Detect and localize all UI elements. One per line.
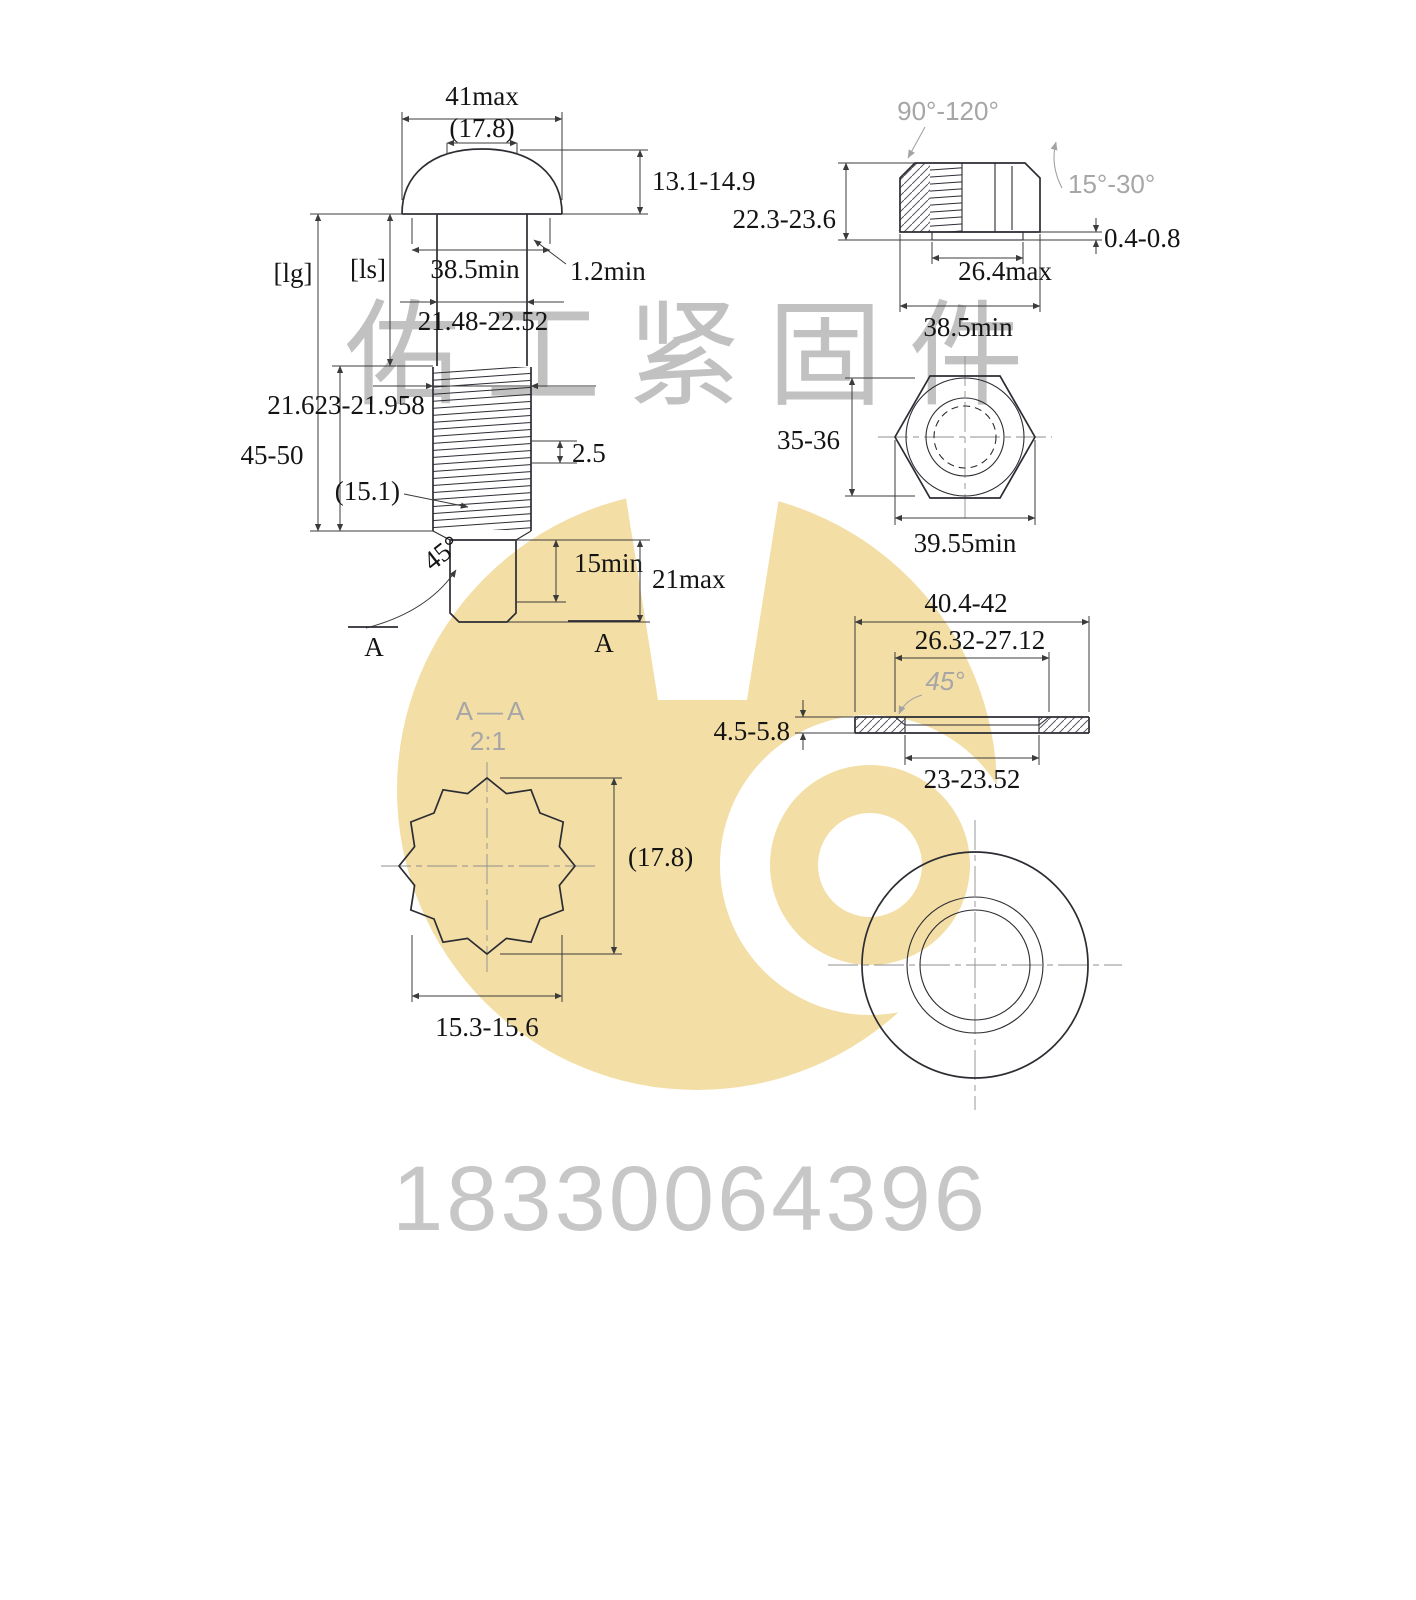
dim-head-height: 13.1-14.9 <box>652 166 756 196</box>
washer-section-outline <box>854 716 1090 734</box>
nut-chamfer-circle <box>905 377 1025 497</box>
section-label-right: A <box>594 628 614 658</box>
dim-ext-section-ref <box>500 777 622 955</box>
dim-head-od: 41max <box>445 81 519 111</box>
washer-hatch-left <box>855 717 905 733</box>
dim-ext-washer-od <box>854 616 1090 712</box>
dim-ext-recess-dia <box>894 652 1050 712</box>
dim-across-flats: 38.5min <box>923 312 1013 342</box>
dim-chamfer-dia: 35-36 <box>777 425 840 455</box>
dim-face-dia: 26.4max <box>958 256 1052 286</box>
nut-section-hatch <box>900 163 930 232</box>
watermark-layer: 佑工紧固件 18330064396 <box>344 293 1023 1250</box>
section-aa-view: A—A 2:1 (17.8) 15.3-15.6 <box>381 696 693 1042</box>
dim-bearing-dia: 38.5min <box>430 254 520 284</box>
washer-top-centerlines <box>828 820 1122 1110</box>
dim-recess-dia: 26.32-27.12 <box>915 625 1046 655</box>
washer-recess-circle <box>906 896 1044 1034</box>
dim-washer-od: 40.4-42 <box>924 588 1007 618</box>
nut-washer-face <box>931 231 1024 241</box>
dim-ext-across-corners <box>894 440 1036 525</box>
dim-section-ref: (17.8) <box>628 842 693 872</box>
nut-hexagon <box>894 375 1036 499</box>
bolt-side-view: 41max (17.8) 13.1-14.9 [lg] [ls] 45-50 3… <box>241 81 756 662</box>
note-cone-angle: 90°-120° <box>897 96 999 126</box>
dim-spline-len: 15min <box>574 548 644 578</box>
bolt-thread-runout <box>432 530 532 541</box>
dim-ext-spline-dia <box>411 935 563 1002</box>
washer-section-view: 40.4-42 26.32-27.12 45° 4.5-5.8 23-23.52 <box>714 588 1090 794</box>
dim-thread-len: 45-50 <box>241 440 304 470</box>
nut-thread-circle <box>933 405 997 469</box>
bolt-head-outline <box>401 148 563 215</box>
dim-ext-pitch <box>531 440 577 464</box>
leader-minor-dia <box>403 493 469 509</box>
dim-face-height: 0.4-0.8 <box>1104 223 1181 253</box>
bolt-thread-outline <box>432 367 532 531</box>
nut-thread-lines <box>930 164 962 232</box>
leader-washer-chamfer <box>898 694 923 715</box>
section-scale: 2:1 <box>470 726 506 756</box>
section-label-left: A <box>364 632 384 662</box>
dim-spline-dia: 15.3-15.6 <box>435 1012 539 1042</box>
dim-nut-height: 22.3-23.6 <box>733 204 837 234</box>
dim-ext-face-height <box>1023 231 1102 241</box>
bolt-shank-outline <box>436 214 528 366</box>
washer-recess-lines <box>894 716 1050 733</box>
bolt-thread-lines <box>433 367 531 530</box>
dim-pitch: 2.5 <box>572 438 606 468</box>
washer-top-view <box>828 820 1122 1110</box>
dim-hole-dia: 23-23.52 <box>924 764 1021 794</box>
dim-ext-across-flats <box>899 234 1041 312</box>
dim-ext-head-od <box>401 112 563 200</box>
leader-chamfer-angle <box>365 569 457 629</box>
nut-side-view: 90°-120° 15°-30° 22.3-23.6 0.4-0.8 26.4m… <box>733 96 1181 342</box>
dim-lg: [lg] <box>274 258 313 288</box>
phone-watermark-text: 18330064396 <box>392 1148 988 1250</box>
nut-top-centerlines <box>878 356 1052 518</box>
spline-section-profile <box>397 776 577 956</box>
dim-ext-nut-height <box>838 162 932 241</box>
company-logo-watermark <box>397 460 1020 1090</box>
dim-chamfer-angle: 45° <box>417 529 465 576</box>
washer-hole-circle <box>919 909 1031 1021</box>
section-centerlines <box>381 762 595 972</box>
dim-ext-bearing <box>411 218 551 244</box>
dim-ext-lg <box>310 213 437 532</box>
dim-ext-chamfer-dia <box>845 377 915 497</box>
section-title: A—A <box>456 696 529 726</box>
dim-across-corners: 39.55min <box>914 528 1017 558</box>
dim-thickness: 4.5-5.8 <box>714 716 791 746</box>
dim-ls: [ls] <box>350 254 386 284</box>
leader-nut-chamfer <box>1050 141 1063 189</box>
dim-tip-len: 21max <box>652 564 726 594</box>
note-washer-chamfer: 45° <box>925 666 964 696</box>
nut-top-view: 35-36 39.55min <box>777 356 1052 558</box>
nut-bore-circle <box>925 397 1005 477</box>
dim-ref-dia: (17.8) <box>449 113 514 143</box>
dim-fillet: 1.2min <box>570 256 646 286</box>
dim-minor-dia: (15.1) <box>335 476 400 506</box>
washer-outer-circle <box>861 851 1089 1079</box>
note-chamfer-angle: 15°-30° <box>1068 169 1155 199</box>
washer-hatch-right <box>1039 717 1089 733</box>
leader-cone-angle <box>907 126 926 159</box>
dim-shank-dia: 21.48-22.52 <box>418 306 549 336</box>
dim-thread-dia: 21.623-21.958 <box>267 390 425 420</box>
dim-ext-head-height <box>520 149 648 215</box>
nut-facet-lines <box>961 163 1013 232</box>
leader-fillet <box>533 239 567 265</box>
